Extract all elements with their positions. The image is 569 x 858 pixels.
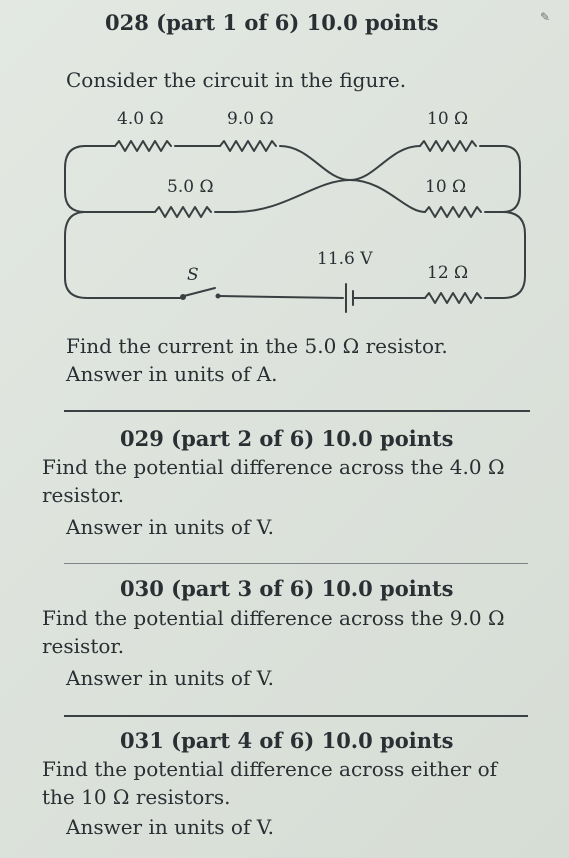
- q30-answer-units: Answer in units of V.: [66, 666, 275, 690]
- corner-mark-icon: ✎: [540, 10, 551, 24]
- label-9-ohm: 9.0 Ω: [227, 109, 274, 129]
- resistor-4-ohm: [114, 140, 172, 152]
- resistor-9-ohm: [219, 140, 277, 152]
- q30-line2: resistor.: [42, 634, 125, 658]
- q30-header: 030 (part 3 of 6) 10.0 points: [120, 576, 454, 601]
- q28-intro: Consider the circuit in the figure.: [66, 68, 407, 92]
- divider-30-31: [64, 715, 528, 717]
- q28-question: Find the current in the 5.0 Ω resistor.: [66, 334, 448, 358]
- label-10-ohm-bottom: 10 Ω: [425, 177, 466, 197]
- label-4-ohm: 4.0 Ω: [117, 109, 164, 129]
- label-10-ohm-top: 10 Ω: [427, 109, 468, 129]
- q31-header: 031 (part 4 of 6) 10.0 points: [120, 728, 454, 753]
- divider-29-30: [64, 563, 528, 564]
- wire-right-loop: [479, 145, 521, 213]
- resistor-10-ohm-top: [419, 140, 477, 152]
- circuit-diagram: 4.0 Ω 9.0 Ω 10 Ω 5.0 Ω 10 Ω 11.6 V 12 Ω …: [64, 109, 526, 313]
- divider-28-29: [64, 410, 530, 412]
- wire-switch-battery: [218, 295, 344, 299]
- label-12-ohm: 12 Ω: [427, 263, 468, 283]
- wire-top-left: [64, 145, 156, 213]
- wire-lower-right: [484, 211, 526, 299]
- resistor-10-ohm-bottom: [424, 206, 482, 218]
- q30-line1: Find the potential difference across the…: [42, 606, 505, 630]
- q29-line1: Find the potential difference across the…: [42, 455, 505, 479]
- q28-answer-units: Answer in units of A.: [66, 362, 278, 386]
- resistor-12-ohm: [424, 292, 482, 304]
- label-5-ohm: 5.0 Ω: [167, 177, 214, 197]
- wire-cross-a: [279, 145, 421, 181]
- wire-lower-left: [64, 211, 181, 299]
- q31-line1: Find the potential difference across eit…: [42, 757, 498, 781]
- q29-answer-units: Answer in units of V.: [66, 515, 275, 539]
- switch-contact-left: [180, 294, 186, 300]
- q29-header: 029 (part 2 of 6) 10.0 points: [120, 426, 454, 451]
- wire-cross-b: [234, 179, 426, 213]
- q28-header: 028 (part 1 of 6) 10.0 points: [105, 10, 439, 35]
- switch-contact-right: [215, 293, 221, 299]
- q31-answer-units: Answer in units of V.: [66, 815, 275, 839]
- switch-lever: [183, 287, 216, 297]
- q29-line2: resistor.: [42, 483, 125, 507]
- q31-line2: the 10 Ω resistors.: [42, 785, 231, 809]
- label-battery: 11.6 V: [317, 249, 373, 269]
- resistor-5-ohm: [154, 206, 212, 218]
- label-switch: S: [187, 265, 199, 285]
